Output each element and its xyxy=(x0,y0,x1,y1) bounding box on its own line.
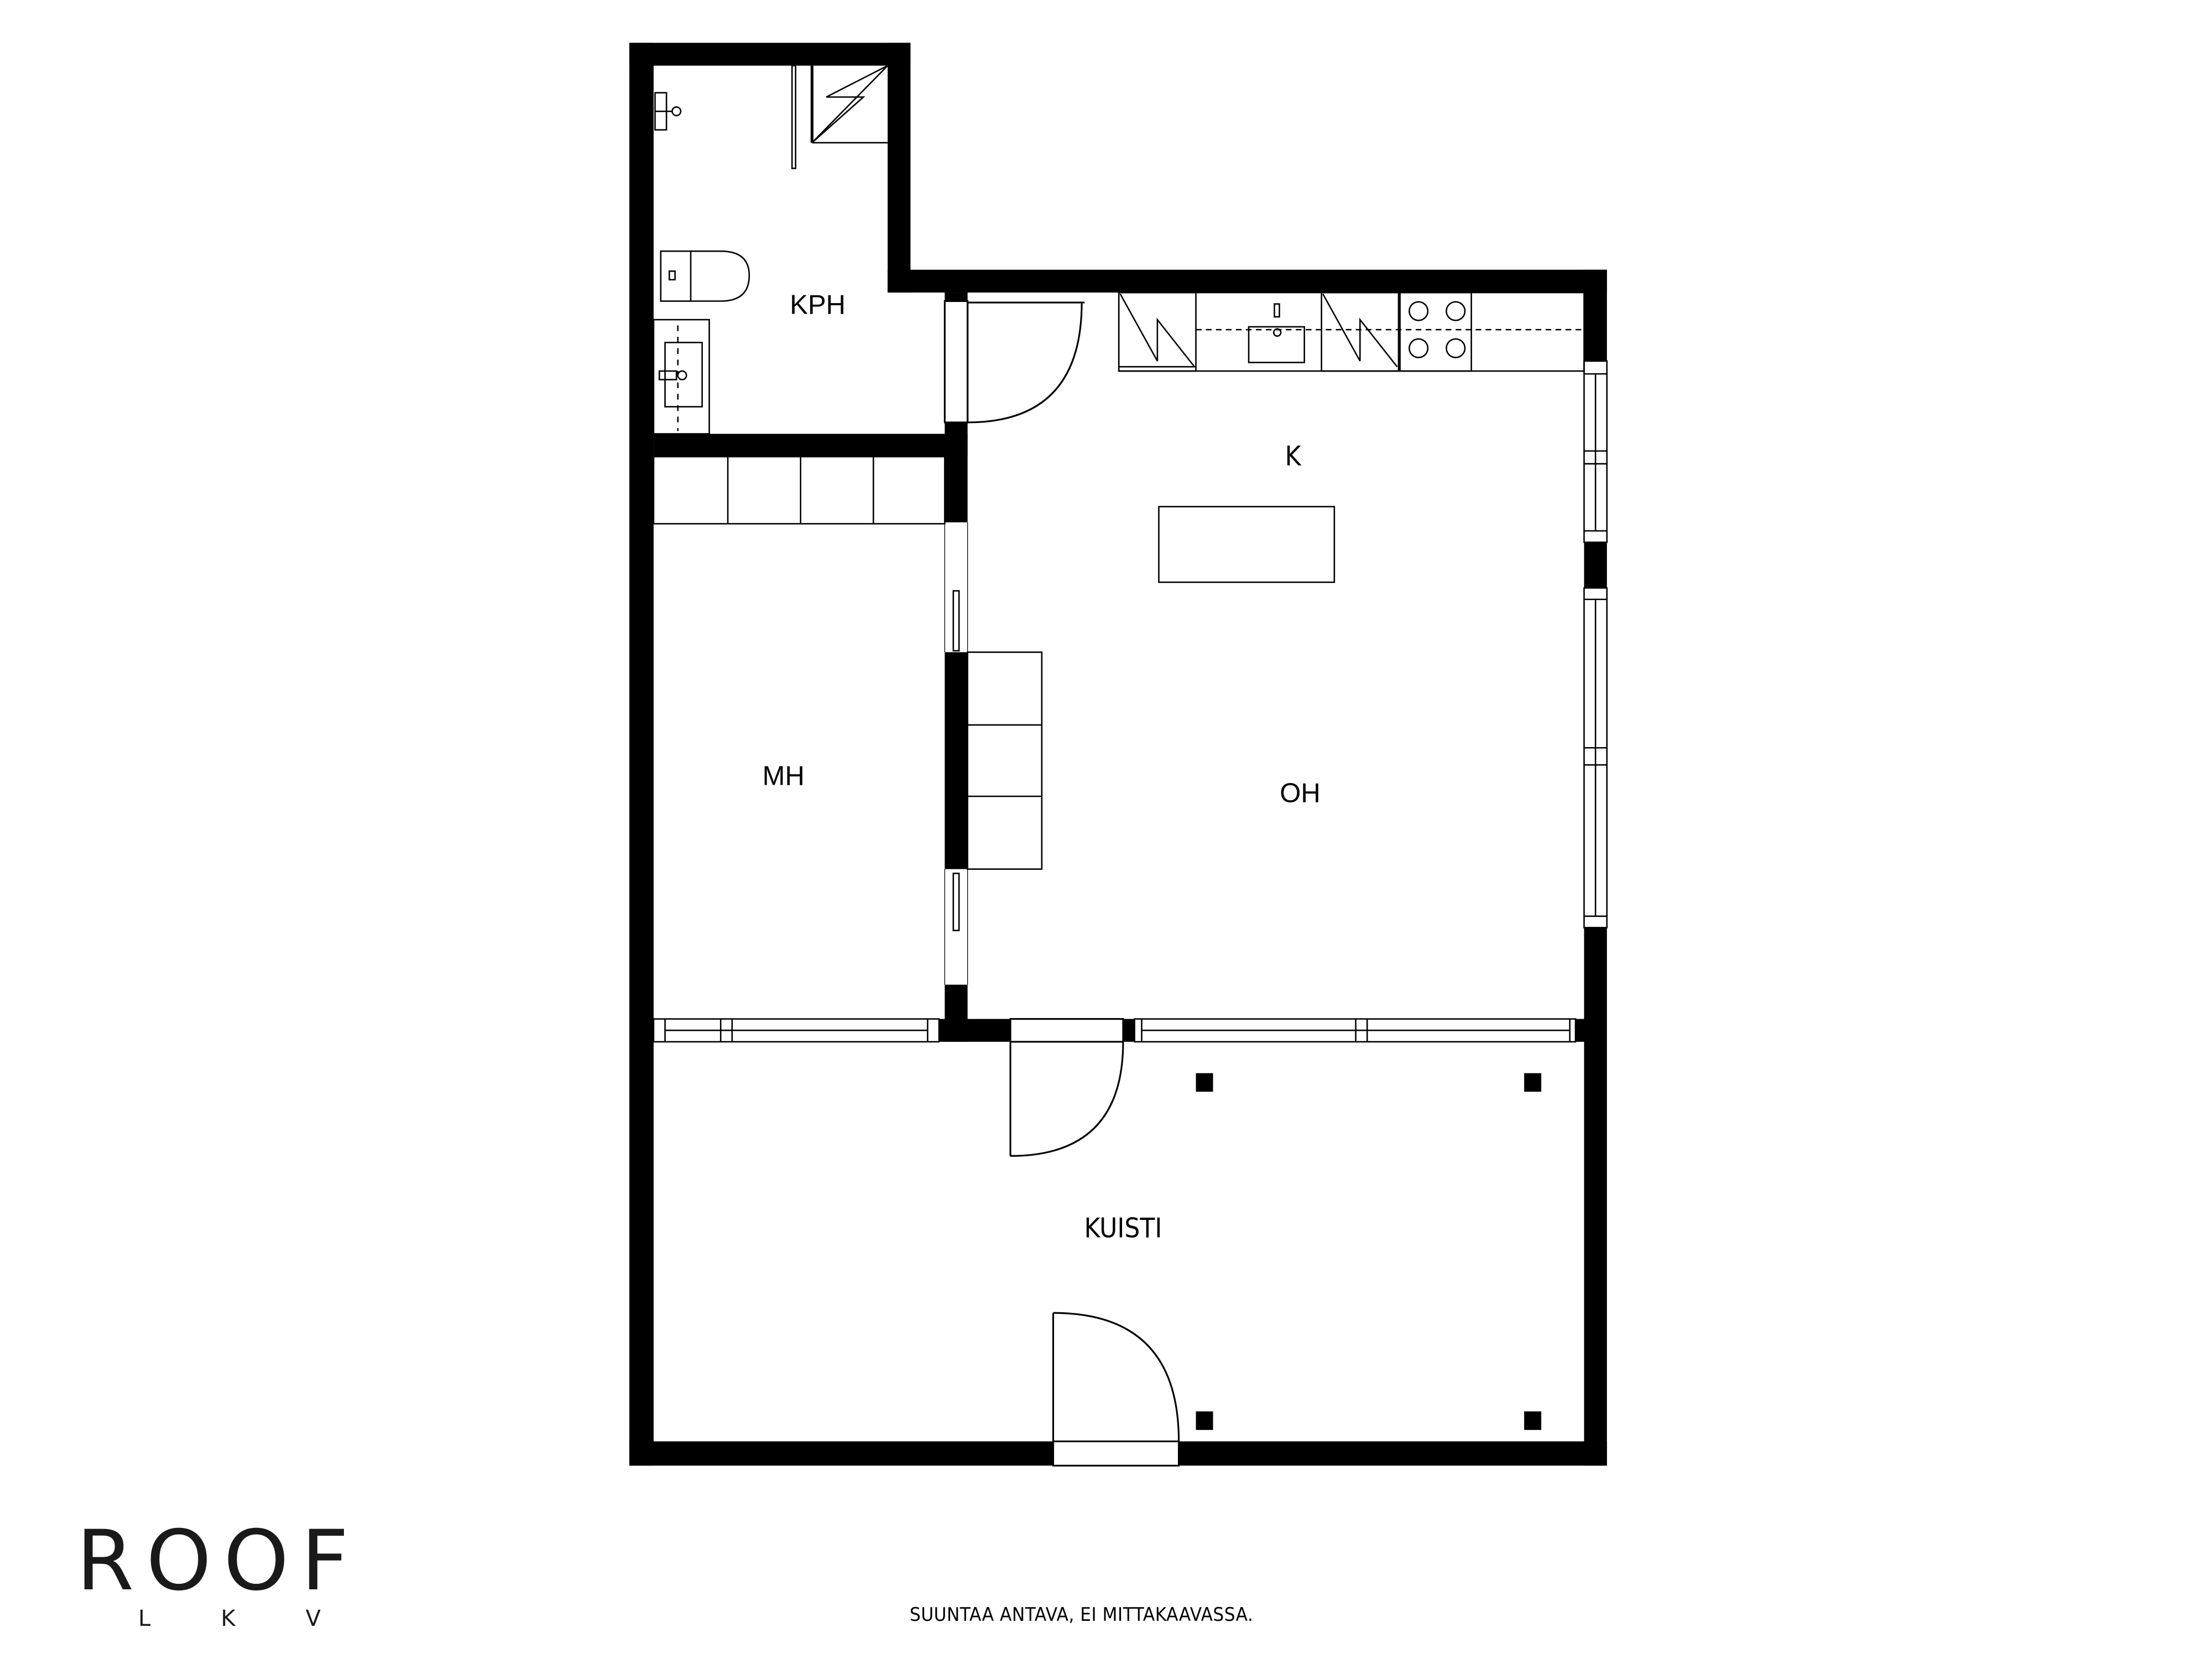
room-label-k: K xyxy=(1285,440,1302,472)
toilet-icon xyxy=(660,250,750,302)
room-label-oh: OH xyxy=(1280,778,1321,808)
wardrobe xyxy=(653,456,946,525)
shower-icon xyxy=(791,65,889,169)
doors xyxy=(943,300,1180,1467)
kitchen-fixtures xyxy=(1118,291,1585,583)
fridge-icon xyxy=(1321,291,1400,372)
bathroom-sink-icon xyxy=(653,319,710,435)
kitchen-island xyxy=(1158,505,1335,583)
room-furniture xyxy=(653,456,1043,870)
patio-door[interactable] xyxy=(1009,1018,1124,1157)
disclaimer-caption: SUUNTAA ANTAVA, EI MITTAKAAVASSA. xyxy=(910,1604,1254,1626)
logo-subline: L K V xyxy=(138,1606,321,1631)
roof-lkv-logo: ROOF L K V xyxy=(76,1520,386,1631)
logo-sub-letter: L xyxy=(138,1606,151,1631)
stove-icon xyxy=(1399,291,1472,372)
sliding-doors[interactable] xyxy=(944,522,968,985)
room-label-kph: KPH xyxy=(790,290,846,320)
bathroom-fixtures xyxy=(653,65,889,435)
dishwasher-icon xyxy=(1118,291,1197,372)
bathroom-door[interactable] xyxy=(943,300,1085,424)
entry-door[interactable] xyxy=(1052,1312,1180,1467)
room-label-mh: MH xyxy=(763,761,805,791)
logo-sub-letter: V xyxy=(305,1606,321,1631)
room-label-kuisti: KUISTI xyxy=(1084,1212,1162,1244)
towel-rail-icon xyxy=(654,92,682,131)
logo-sub-letter: K xyxy=(221,1606,236,1631)
sofa xyxy=(967,651,1043,870)
windows xyxy=(653,360,1608,1043)
walls xyxy=(629,43,1607,1466)
logo-wordmark: ROOF xyxy=(76,1513,361,1609)
kitchen-sink-icon xyxy=(1248,303,1305,363)
porch-posts xyxy=(1196,1073,1542,1430)
